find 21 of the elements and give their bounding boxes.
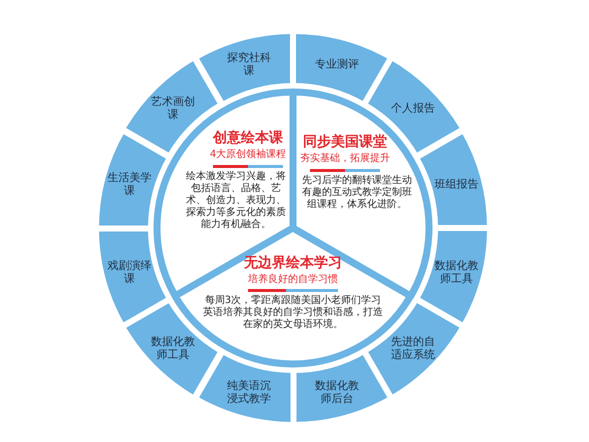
sector-title: 创意绘本课 [213, 130, 283, 147]
sector-description: 先习后学的翻转课堂生动有趣的互动式教学定制班组课程，体系化进阶。 [301, 175, 413, 211]
segment-label: 数据化教师工具 [150, 334, 196, 361]
segment-label: 戏剧演绎课 [106, 258, 152, 285]
segment-label: 先进的自适应系统 [390, 334, 436, 361]
segment-label: 探究社科课 [226, 51, 272, 78]
segment-label: 数据化教师后台 [314, 378, 360, 405]
segment-label: 纯美语沉浸式教学 [226, 378, 272, 405]
sector-title: 同步美国课堂 [303, 134, 387, 151]
sector-subtitle: 夯实基础，拓展提升 [300, 153, 390, 165]
segment-label: 艺术画创课 [150, 95, 196, 122]
sector-subtitle: 4大原创领袖课程 [210, 149, 286, 161]
segment-label: 专业测评 [314, 58, 360, 71]
segment-label: 生活美学课 [106, 171, 152, 198]
segment-label: 个人报告 [390, 102, 436, 115]
segment-label: 班组报告 [434, 178, 480, 191]
sector-description: 绘本激发学习兴趣，将包括语言、品格、艺术、创造力、表现力、探索力等多元化的素质能力有机融合。 [185, 171, 287, 231]
sector-subtitle: 培养良好的自学习惯 [248, 274, 338, 286]
sector-title: 无边界绘本学习 [244, 255, 342, 272]
sector-description: 每周3次，零距离跟随美国小老师们学习英语培养其良好的自学习惯和语感，打造在家的英文母语环境。 [202, 295, 383, 331]
segment-label: 数据化教师工具 [434, 258, 480, 285]
